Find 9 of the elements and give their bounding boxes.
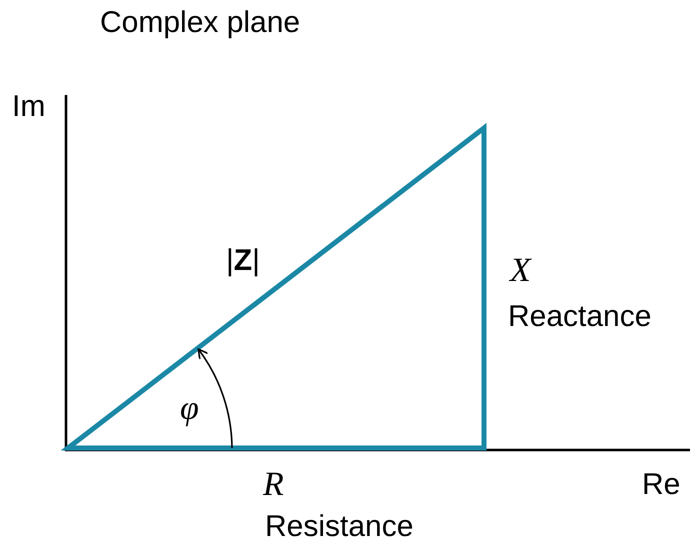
- angle-symbol: φ: [180, 392, 199, 426]
- axis-description: Reactance: [508, 302, 652, 332]
- resistance-symbol: R: [263, 468, 284, 502]
- axis-label: Re: [642, 470, 680, 500]
- axis-label: Im: [12, 92, 46, 122]
- diagram-title: Complex plane: [100, 8, 300, 38]
- magnitude-label: |Z|: [226, 246, 260, 276]
- reactance-symbol: X: [510, 254, 531, 288]
- axis-description: Resistance: [265, 512, 414, 542]
